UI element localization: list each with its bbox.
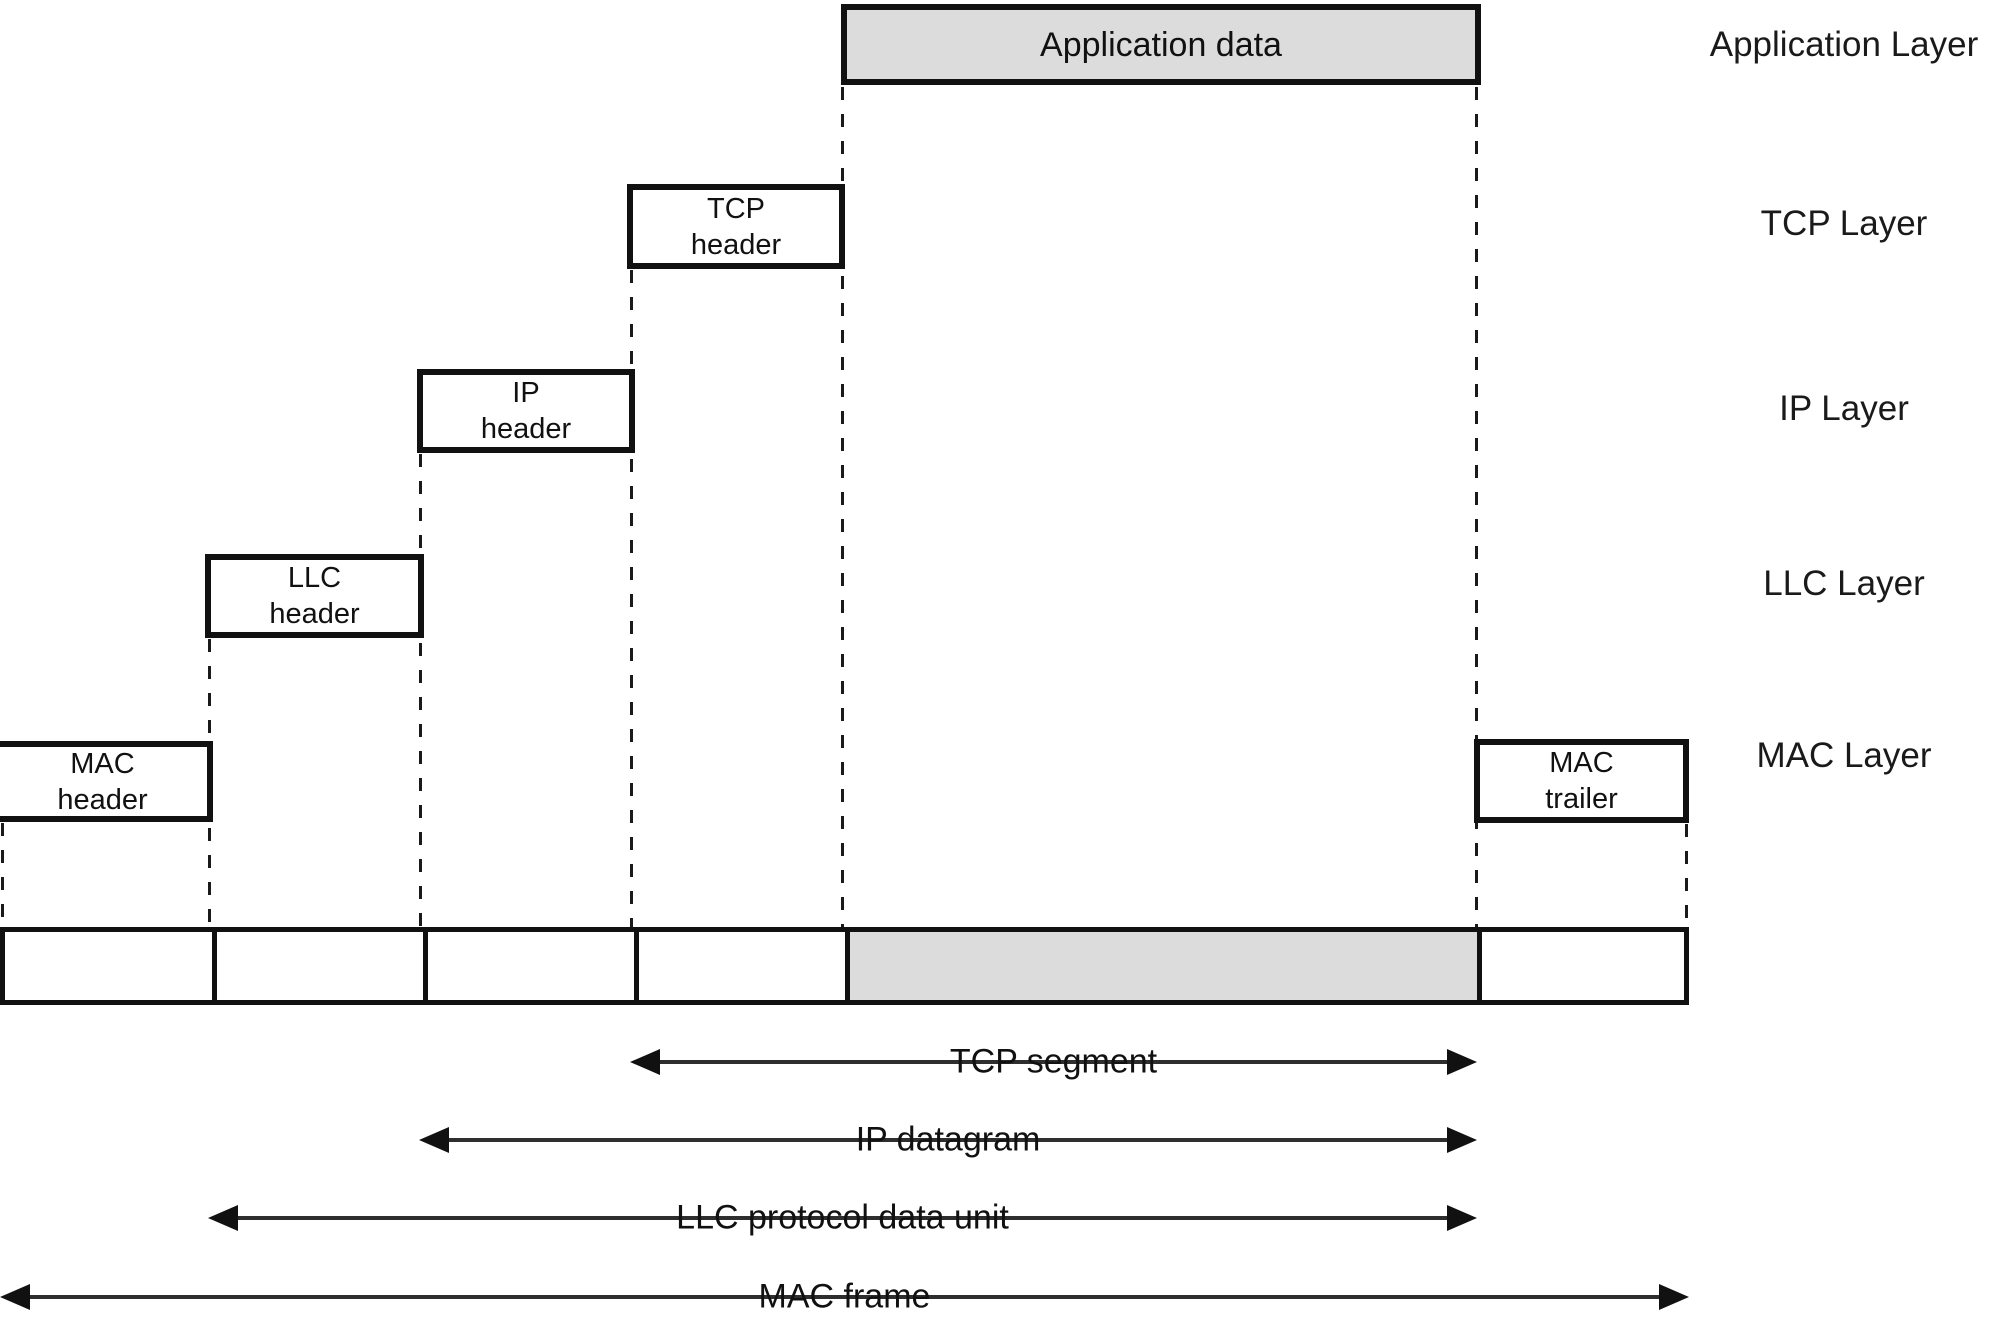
- application-data-box: Application data: [841, 4, 1481, 85]
- arrow-line: [425, 1138, 1471, 1142]
- llc-header-box: LLC header: [205, 554, 424, 638]
- arrow-line: [6, 1295, 1683, 1299]
- dashed-line-mac-trailer-right: [1685, 824, 1688, 927]
- bar-segment-app-data: [845, 932, 1477, 1000]
- right-arrowhead-icon: [1447, 1049, 1477, 1075]
- ip-header-box: IP header: [417, 369, 635, 453]
- mac-header-box: MAC header: [0, 741, 213, 822]
- dashed-line-appdata-left: [841, 87, 844, 927]
- left-arrowhead-icon: [419, 1127, 449, 1153]
- left-arrowhead-icon: [0, 1284, 30, 1310]
- mac-frame-arrow: MAC frame: [0, 1277, 1689, 1317]
- right-arrowhead-icon: [1447, 1127, 1477, 1153]
- mac-frame-bar: [0, 927, 1689, 1005]
- llc-pdu-label: LLC protocol data unit: [676, 1198, 1009, 1237]
- ip-header-label: IP header: [480, 377, 572, 445]
- tcp-segment-arrow: TCP segment: [630, 1042, 1477, 1082]
- dashed-line-ip-left: [419, 454, 422, 927]
- left-arrowhead-icon: [630, 1049, 660, 1075]
- llc-header-label: LLC header: [269, 562, 360, 630]
- dashed-line-appdata-right: [1475, 87, 1478, 927]
- bar-segment-tcp-header: [634, 932, 845, 1000]
- tcp-header-box: TCP header: [627, 184, 845, 269]
- tcp-segment-label: TCP segment: [949, 1042, 1158, 1081]
- mac-frame-label: MAC frame: [758, 1277, 931, 1316]
- right-arrowhead-icon: [1659, 1284, 1689, 1310]
- right-arrowhead-icon: [1447, 1205, 1477, 1231]
- application-data-label: Application data: [1040, 25, 1282, 64]
- bar-segment-llc-header: [212, 932, 423, 1000]
- layer-label-llc: LLC Layer: [1763, 564, 1925, 603]
- arrow-line: [214, 1216, 1471, 1220]
- layer-label-ip: IP Layer: [1779, 389, 1909, 428]
- mac-trailer-label: MAC trailer: [1545, 747, 1618, 815]
- left-arrowhead-icon: [208, 1205, 238, 1231]
- ip-datagram-label: IP datagram: [855, 1120, 1041, 1159]
- arrow-line: [636, 1060, 1471, 1064]
- llc-pdu-arrow: LLC protocol data unit: [208, 1198, 1477, 1238]
- mac-trailer-box: MAC trailer: [1474, 739, 1689, 823]
- layer-label-mac: MAC Layer: [1756, 736, 1932, 775]
- ip-datagram-arrow: IP datagram: [419, 1120, 1477, 1160]
- layer-label-application: Application Layer: [1709, 25, 1979, 64]
- dashed-line-mac-header-left: [1, 823, 4, 927]
- bar-segment-mac-trailer: [1477, 932, 1684, 1000]
- bar-segment-mac-header: [5, 932, 212, 1000]
- dashed-line-tcp-left: [630, 270, 633, 927]
- bar-segment-ip-header: [423, 932, 634, 1000]
- mac-header-label: MAC header: [57, 747, 148, 816]
- tcp-header-label: TCP header: [690, 192, 782, 261]
- layer-label-tcp: TCP Layer: [1760, 204, 1928, 243]
